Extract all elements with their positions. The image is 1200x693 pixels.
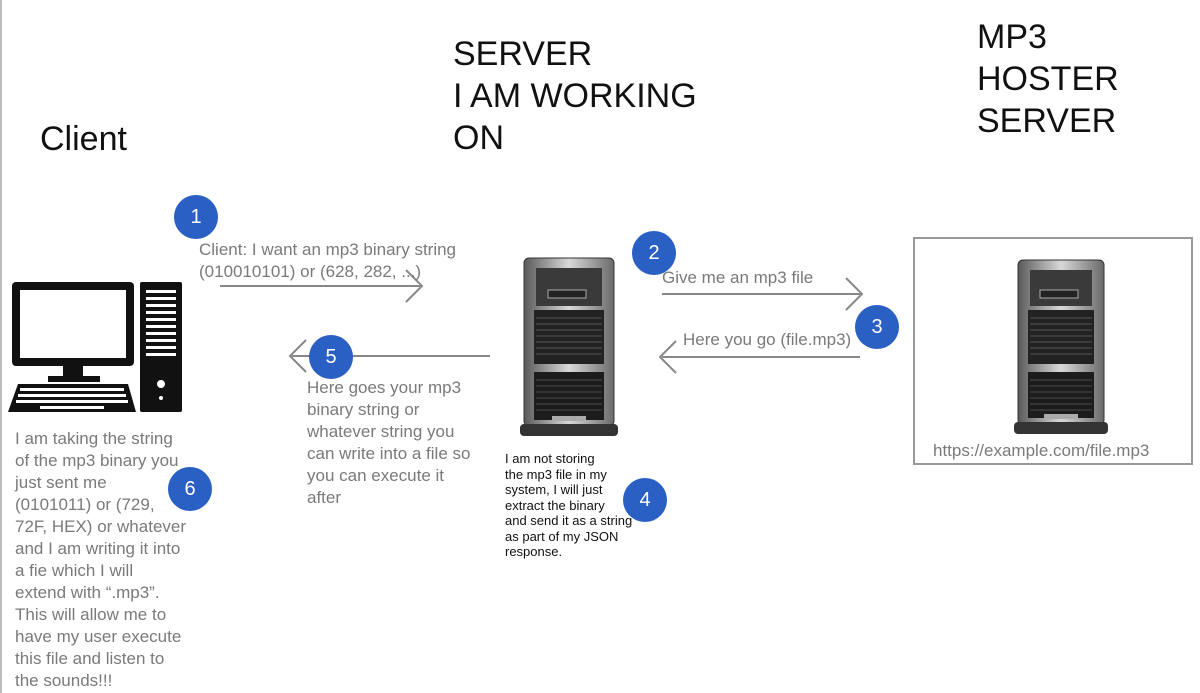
step-4-text-line: the mp3 file in my — [505, 466, 607, 482]
step-4-text: I am not storing the mp3 file in my syst… — [505, 451, 632, 560]
response-arrow-hoster-to-server — [658, 340, 860, 374]
step-4-text-line: response. — [505, 544, 563, 559]
step-badge: 6 — [168, 467, 212, 511]
step-5-text-line: after — [307, 488, 342, 507]
step-6-text-line: this file and listen to — [15, 649, 165, 668]
step-5-text-line: Here goes your mp3 — [307, 378, 462, 397]
step-5-text: Here goes your mp3 binary string or what… — [307, 377, 470, 509]
step-1-text: Client: I want an mp3 binary string (010… — [199, 239, 456, 283]
step-1-text-line: (010010101) or (628, 282, ...) — [199, 262, 422, 281]
hoster-heading: MP3 HOSTER SERVER — [977, 16, 1119, 142]
step-2-text-line: Give me an mp3 file — [662, 268, 814, 287]
server-tower-icon — [520, 257, 618, 436]
step-3-text: Here you go (file.mp3) — [683, 329, 851, 351]
server-heading-line: ON — [453, 119, 504, 157]
step-badge: 5 — [309, 335, 353, 379]
step-6-text-line: a fie which I will — [15, 561, 134, 580]
step-badge: 1 — [174, 195, 218, 239]
step-2-text: Give me an mp3 file — [662, 267, 813, 289]
step-badge: 4 — [623, 478, 667, 522]
hoster-box — [913, 237, 1193, 465]
step-badge: 2 — [632, 231, 676, 275]
client-heading: Client — [40, 120, 127, 158]
hoster-heading-line: HOSTER — [977, 60, 1119, 98]
server-heading-line: SERVER — [453, 35, 593, 73]
server-heading-line: I AM WORKING — [453, 77, 697, 115]
step-6-text-line: (0101011) or (729, — [15, 495, 155, 514]
step-6-text-line: of the mp3 binary you — [15, 451, 179, 470]
step-4-text-line: extract the binary — [505, 497, 605, 513]
step-1-text-line: Client: I want an mp3 binary string — [199, 240, 457, 259]
step-6-text-line: I am taking the string — [15, 429, 173, 448]
hoster-server-tower-icon — [1014, 259, 1108, 434]
step-6-text-line: This will allow me to — [15, 605, 167, 624]
step-6-text-line: the sounds!!! — [15, 671, 113, 690]
step-6-text-line: just sent me — [15, 473, 107, 492]
step-6-text-line: have my user execute — [15, 627, 182, 646]
step-5-text-line: you can execute it — [307, 466, 445, 485]
request-arrow-server-to-hoster — [662, 277, 864, 311]
step-4-text-line: as part of my JSON — [505, 528, 619, 544]
step-3-text-line: Here you go (file.mp3) — [683, 330, 852, 349]
step-4-text-line: system, I will just — [505, 482, 603, 497]
step-6-text-line: 72F, HEX) or whatever — [15, 517, 187, 536]
step-badge: 3 — [855, 305, 899, 349]
hoster-heading-line: SERVER — [977, 102, 1117, 140]
request-arrow-client-to-server — [220, 269, 424, 303]
step-4-text-line: I am not storing — [505, 451, 595, 466]
hoster-url: https://example.com/file.mp3 — [933, 441, 1150, 460]
left-border — [0, 0, 2, 693]
step-6-text: I am taking the string of the mp3 binary… — [15, 428, 186, 692]
step-5-text-line: binary string or — [307, 400, 420, 419]
step-6-text-line: extend with “.mp3”. — [15, 583, 160, 602]
hoster-heading-line: MP3 — [977, 18, 1047, 56]
desktop-computer-icon — [8, 282, 182, 412]
step-5-text-line: whatever string you — [307, 422, 455, 441]
server-heading: SERVER I AM WORKING ON — [453, 33, 697, 159]
step-6-text-line: and I am writing it into — [15, 539, 181, 558]
step-5-text-line: can write into a file so — [307, 444, 471, 463]
step-4-text-line: and send it as a string — [505, 513, 633, 528]
